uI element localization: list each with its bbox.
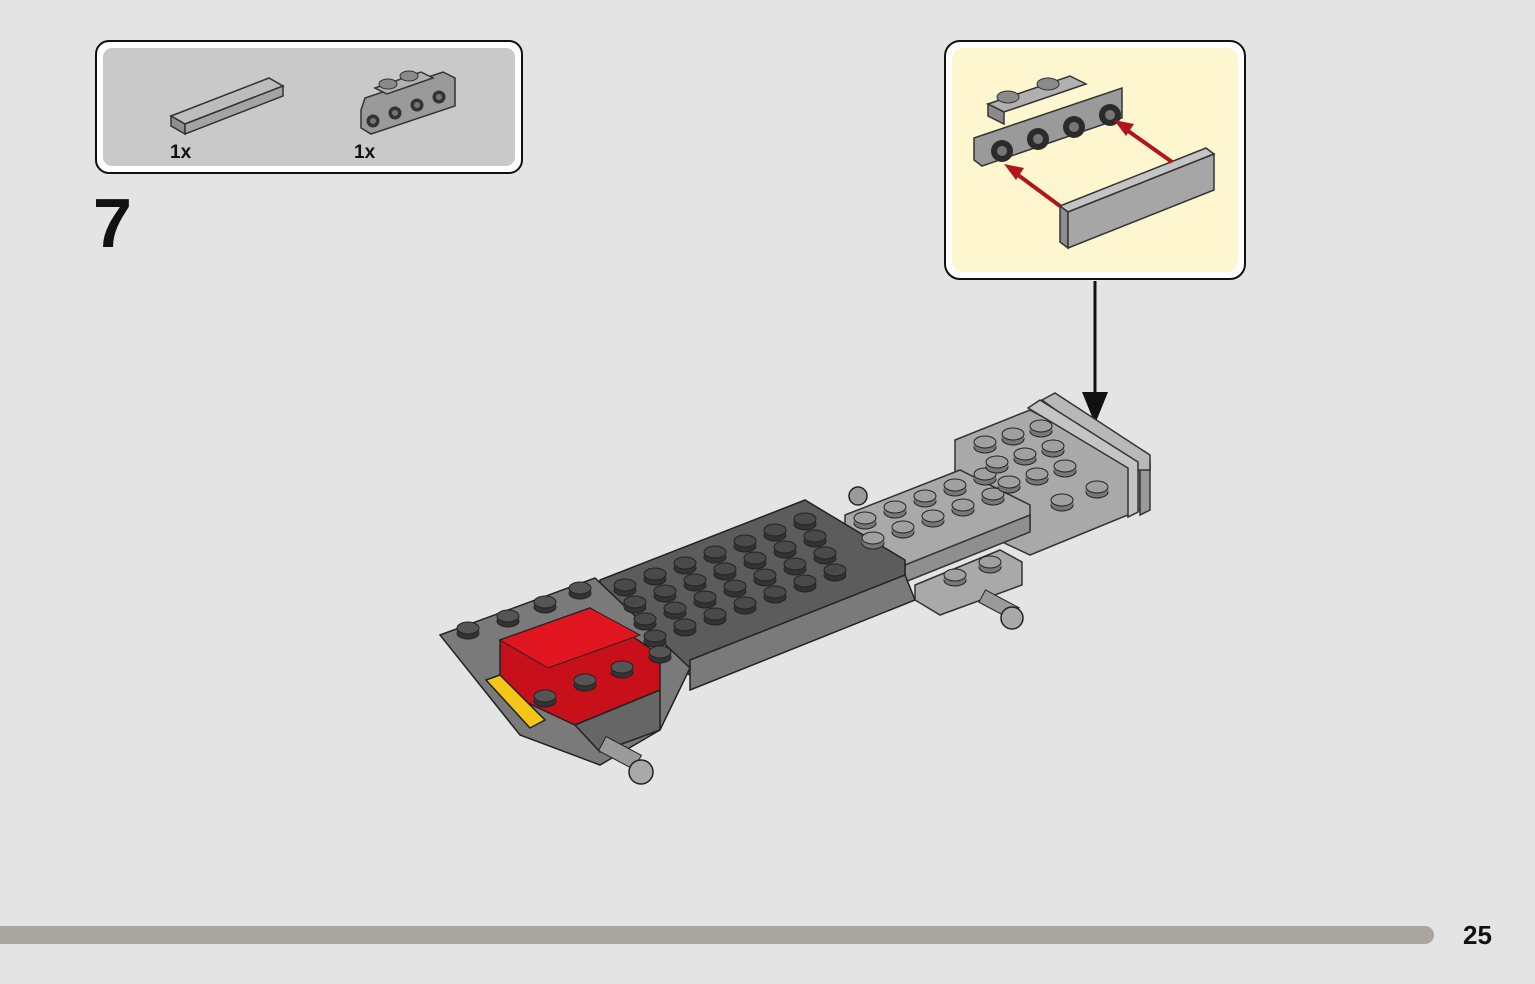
callout-bracket-plate [973, 75, 1123, 167]
callout-illustration [973, 75, 1216, 250]
placement-arrow [1082, 281, 1108, 424]
page-number: 25 [1463, 920, 1492, 950]
bracket-quantity: 1x [354, 142, 376, 163]
bracket-plate-part [360, 70, 456, 135]
callout-background [952, 48, 1238, 272]
red-arrow-right [1114, 120, 1174, 164]
callout-tile [1058, 147, 1216, 250]
tile-1x4-part [169, 77, 285, 136]
step-number: 7 [93, 184, 132, 262]
parts-list-panel: 1x 1x [95, 40, 523, 174]
parts-list-background: 1x 1x [103, 48, 515, 166]
tile-quantity: 1x [170, 142, 192, 163]
red-arrow-left [1004, 164, 1062, 208]
axle-pins [597, 486, 1024, 785]
callout-panel [944, 40, 1246, 280]
parts-list-illustrations [169, 70, 456, 136]
progress-bar [0, 926, 1434, 944]
studs [456, 419, 1109, 708]
